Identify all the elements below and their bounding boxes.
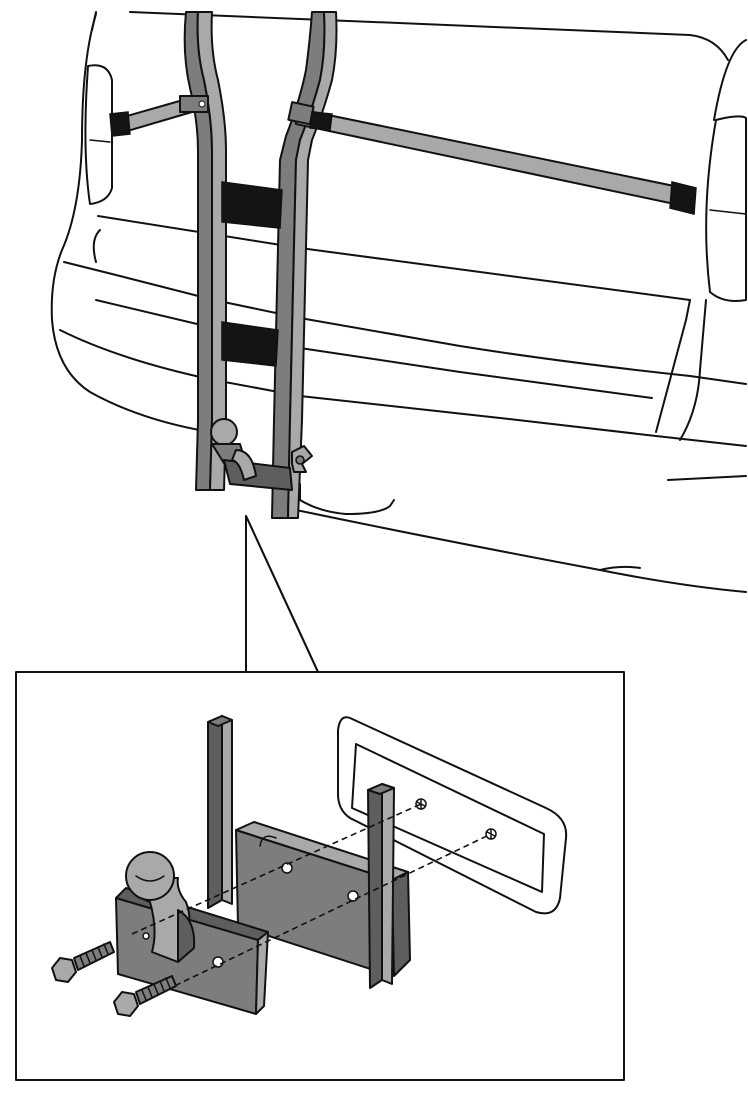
right-square-post	[367, 783, 383, 989]
tow-ball-icon	[125, 851, 175, 901]
alignment-line-upper	[131, 803, 422, 935]
left-square-post	[207, 715, 223, 909]
van-left-body	[50, 13, 211, 433]
wing-knob-icon	[291, 445, 313, 473]
alignment-line-lower	[165, 833, 492, 991]
bolt-icon	[113, 975, 177, 1017]
detail-view	[51, 715, 568, 1017]
number-plate-recess-inner	[351, 743, 545, 893]
van-right-body	[679, 39, 747, 441]
left-tail-light	[84, 64, 113, 205]
right-arm-end-cap	[669, 181, 697, 215]
right-stabiliser-arm	[293, 107, 685, 207]
door-lower-edge	[97, 215, 691, 301]
rear-bumper	[63, 261, 747, 385]
carrier-frame	[109, 11, 697, 519]
plate-hole-left	[415, 798, 427, 810]
tow-ball-icon	[210, 418, 238, 446]
number-plate-recess-outer	[337, 716, 568, 915]
right-tail-light	[705, 115, 747, 302]
detail-frame	[15, 671, 625, 1081]
upper-strap	[221, 181, 283, 229]
detail-callout	[15, 515, 625, 1081]
lower-strap	[221, 321, 279, 367]
van-rear	[50, 11, 747, 593]
bolt-icon	[51, 941, 115, 983]
bumper-underside	[299, 483, 395, 515]
